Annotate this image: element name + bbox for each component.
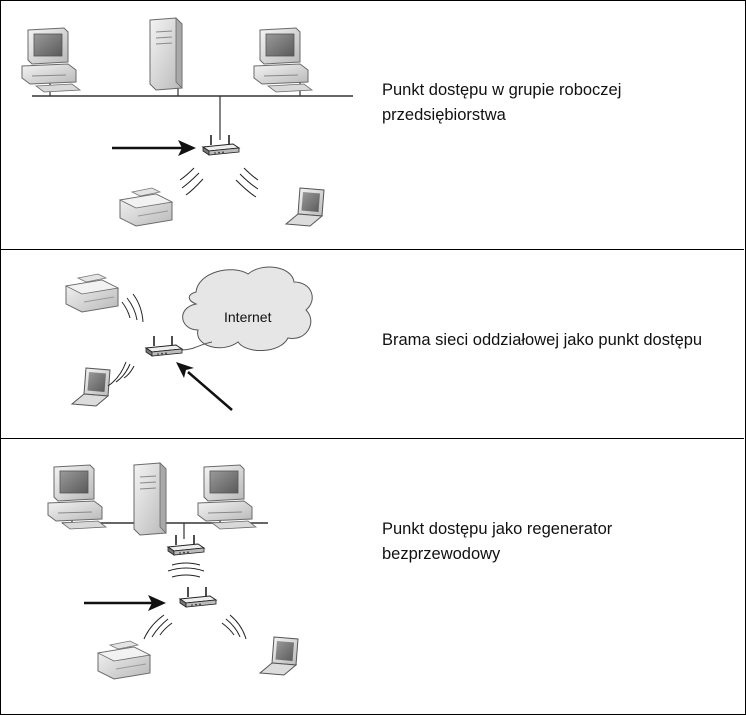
row-enterprise-workgroup: Punkt dostępu w grupie roboczej przedsię… [0, 0, 744, 250]
access-point-icon [145, 335, 183, 357]
row-caption: Punkt dostępu jako regenerator bezprzewo… [382, 520, 613, 563]
wireless-waves-icon [179, 167, 259, 198]
access-point-icon [179, 586, 217, 608]
cloud-icon: Internet [182, 266, 313, 352]
laptop-icon [71, 367, 111, 407]
arrow-icon [112, 140, 196, 156]
wireless-repeater-illustration [47, 462, 299, 680]
wireless-waves-icon [143, 614, 247, 640]
row-caption: Punkt dostępu w grupie roboczej przedsię… [382, 81, 622, 124]
cloud-label: Internet [224, 309, 272, 325]
desktop-computer-icon [253, 27, 313, 93]
tower-server-icon [149, 17, 183, 91]
row-caption: Brama sieci oddziałowej jako punkt dostę… [382, 331, 703, 349]
enterprise-workgroup-illustration [21, 17, 353, 227]
branch-gateway-illustration: Internet [65, 266, 313, 411]
desktop-computer-icon [197, 464, 257, 530]
printer-icon [97, 640, 151, 680]
arrow-icon [176, 362, 233, 411]
printer-icon [65, 273, 119, 313]
laptop-icon [259, 636, 299, 676]
row-wireless-repeater: Punkt dostępu jako regenerator bezprzewo… [0, 439, 744, 713]
wireless-waves-icon [167, 562, 205, 578]
arrow-icon [84, 595, 166, 611]
wireless-waves-icon [107, 293, 144, 387]
printer-icon [119, 187, 173, 227]
desktop-computer-icon [21, 27, 81, 93]
desktop-computer-icon [47, 464, 107, 530]
row-branch-gateway: Internet Brama sieci oddziałowej jako pu… [0, 250, 744, 439]
tower-server-icon [133, 462, 167, 536]
access-point-icon [167, 534, 205, 556]
access-point-icon [202, 134, 240, 156]
laptop-icon [285, 187, 325, 227]
